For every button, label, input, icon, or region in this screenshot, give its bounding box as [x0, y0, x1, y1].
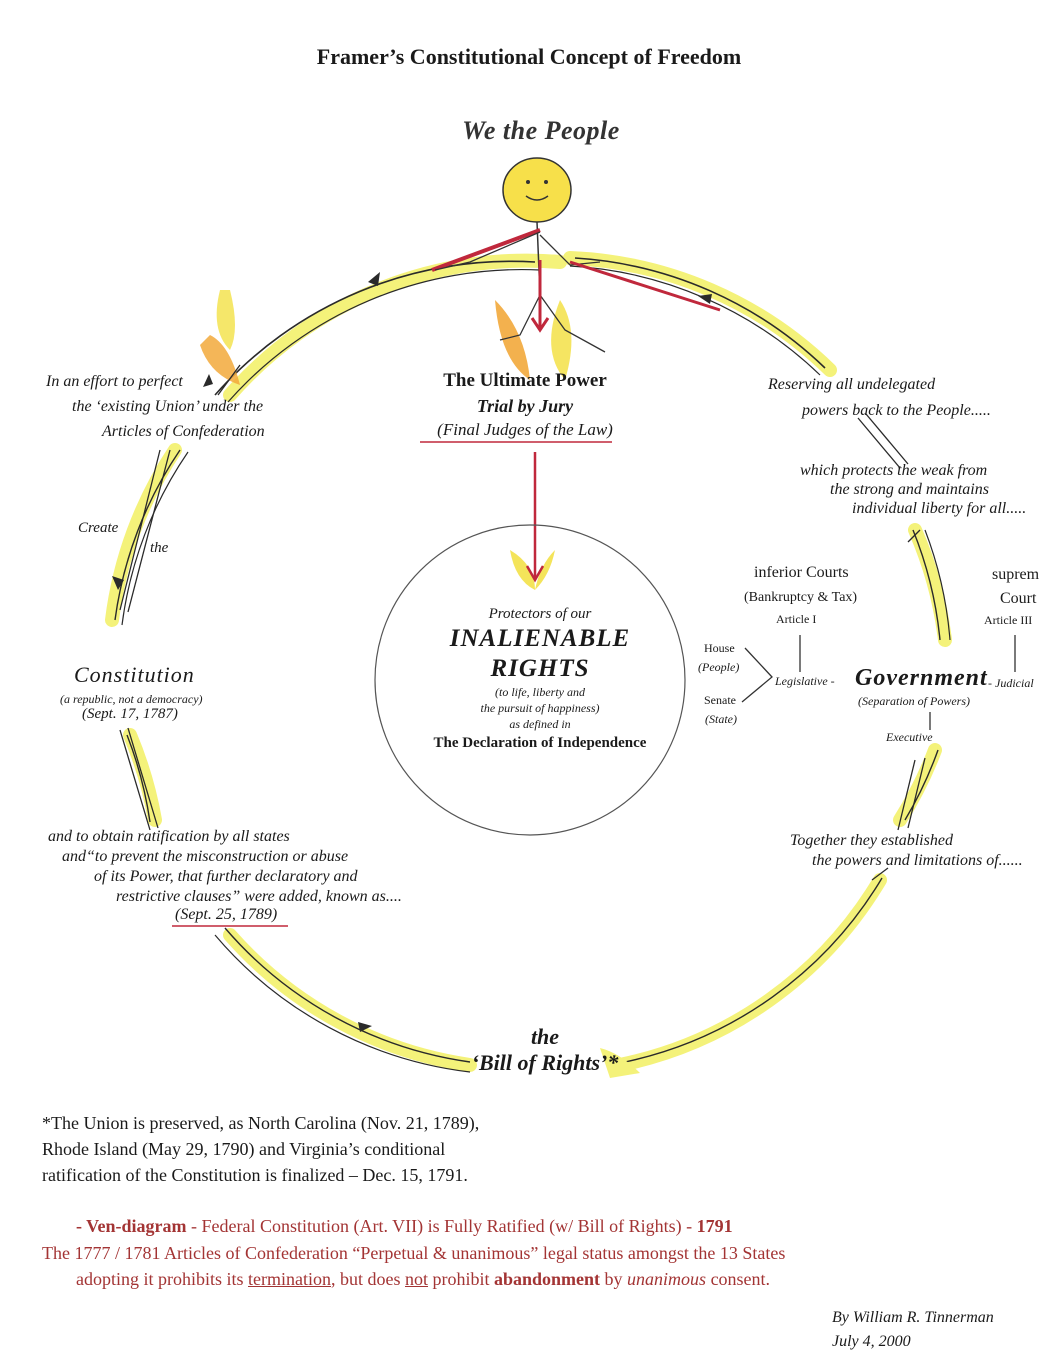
ven-l3g: by	[600, 1269, 628, 1289]
connector-strokes	[119, 364, 926, 881]
ven-abandonment: abandonment	[494, 1269, 601, 1289]
separation-label: (Separation of Powers)	[858, 694, 970, 708]
ven-l3c: , but does	[331, 1269, 405, 1289]
ultimate-power-title: The Ultimate Power	[443, 370, 607, 391]
rights-sub3: as defined in	[509, 717, 571, 731]
state-label: (State)	[705, 712, 737, 726]
footnote-line1: *The Union is preserved, as North Caroli…	[42, 1113, 480, 1133]
supreme-label: suprem	[992, 566, 1040, 583]
rights-sub1: (to life, liberty and	[495, 685, 585, 699]
inalienable-label: INALIENABLE	[449, 625, 631, 652]
inferior-courts-label: inferior Courts	[754, 564, 849, 581]
legislative-label: Legislative -	[775, 674, 835, 688]
jury-arrow	[420, 441, 612, 583]
executive-label: Executive	[886, 730, 933, 744]
constitution-sub: (a republic, not a democracy)	[60, 692, 203, 706]
footnote-line2: Rhode Island (May 29, 1790) and Virginia…	[42, 1139, 446, 1159]
trial-by-jury-label: Trial by Jury	[476, 396, 574, 416]
declaration-label: The Declaration of Independence	[433, 735, 647, 751]
outer-cycle-circle	[105, 251, 952, 1073]
inalienable-rights-block: Protectors of our INALIENABLE RIGHTS (to…	[390, 604, 690, 754]
ven-l3a: adopting it prohibits its	[76, 1269, 249, 1289]
ven-label: - Ven-diagram	[76, 1216, 187, 1236]
government-label: Government	[855, 665, 988, 691]
bill-the-label: the	[530, 1024, 560, 1049]
ratification-line2: and“to prevent the misconstruction or ab…	[62, 848, 349, 865]
we-the-people-label: We the People	[462, 116, 620, 145]
byline-date: July 4, 2000	[832, 1333, 911, 1350]
together-line2: the powers and limitations of......	[812, 852, 1023, 869]
house-label: House	[704, 641, 735, 655]
legislative-bracket	[741, 635, 1016, 730]
ven-line3: adopting it prohibits its termination, b…	[76, 1269, 770, 1290]
glow-accents	[200, 290, 640, 1078]
footnote-line3: ratification of the Constitution is fina…	[42, 1165, 468, 1185]
cycle-arrowheads	[112, 272, 712, 1032]
article1-label: Article I	[776, 612, 817, 626]
ven-l3i: consent.	[706, 1269, 771, 1289]
ven-line2: The 1777 / 1781 Articles of Confederatio…	[42, 1243, 786, 1263]
bill-of-rights-label: ‘Bill of Rights’*	[471, 1050, 619, 1075]
ven-line1: - Ven-diagram - Federal Constitution (Ar…	[76, 1216, 733, 1237]
ven-text: - Federal Constitution (Art. VII) is Ful…	[186, 1216, 697, 1236]
ratification-line1: and to obtain ratification by all states	[48, 828, 290, 845]
footnote-block: *The Union is preserved, as North Caroli…	[42, 1110, 479, 1188]
people-label: (People)	[698, 660, 740, 674]
ven-not: not	[405, 1269, 429, 1289]
protects-line3: individual liberty for all.....	[852, 500, 1027, 517]
judicial-label: - Judicial	[988, 676, 1034, 690]
bankruptcy-label: (Bankruptcy & Tax)	[744, 590, 858, 605]
constitution-label: Constitution	[74, 662, 195, 687]
senate-label: Senate	[704, 693, 736, 707]
ratification-line4: restrictive clauses” were added, known a…	[116, 888, 402, 905]
create-label: Create	[78, 520, 119, 536]
protects-line1: which protects the weak from	[800, 462, 988, 479]
ven-l3e: prohibit	[428, 1269, 495, 1289]
article3-label: Article III	[984, 613, 1033, 627]
court-label: Court	[1000, 590, 1037, 607]
ultimate-power-block: The Ultimate Power Trial by Jury (Final …	[400, 368, 650, 442]
ven-year: 1791	[696, 1216, 733, 1236]
left-top-line3: Articles of Confederation	[102, 423, 265, 440]
rights-label: RIGHTS	[490, 655, 590, 682]
constitution-date: (Sept. 17, 1787)	[82, 706, 178, 722]
the-label: the	[150, 540, 169, 556]
byline-author: By William R. Tinnerman	[832, 1309, 994, 1326]
ven-unanimous: unanimous	[627, 1269, 707, 1289]
together-line1: Together they established	[790, 832, 953, 849]
protectors-label: Protectors of our	[488, 606, 592, 622]
protects-line2: the strong and maintains	[830, 481, 989, 498]
reserving-line2: powers back to the People.....	[802, 402, 991, 419]
page-title: Framer’s Constitutional Concept of Freed…	[316, 44, 742, 69]
ven-termination: termination	[248, 1269, 331, 1289]
final-judges-label: (Final Judges of the Law)	[437, 420, 613, 439]
we-the-people-figure	[431, 157, 721, 353]
left-top-line1: In an effort to perfect	[46, 373, 183, 390]
reserving-line1: Reserving all undelegated	[768, 376, 936, 393]
ratification-date: (Sept. 25, 1789)	[175, 906, 278, 923]
rights-sub2: the pursuit of happiness)	[480, 701, 600, 715]
left-top-line2: the ‘existing Union’ under the	[72, 398, 264, 415]
ratification-line3: of its Power, that further declaratory a…	[94, 868, 358, 885]
inalienable-rights-circle	[374, 524, 686, 836]
